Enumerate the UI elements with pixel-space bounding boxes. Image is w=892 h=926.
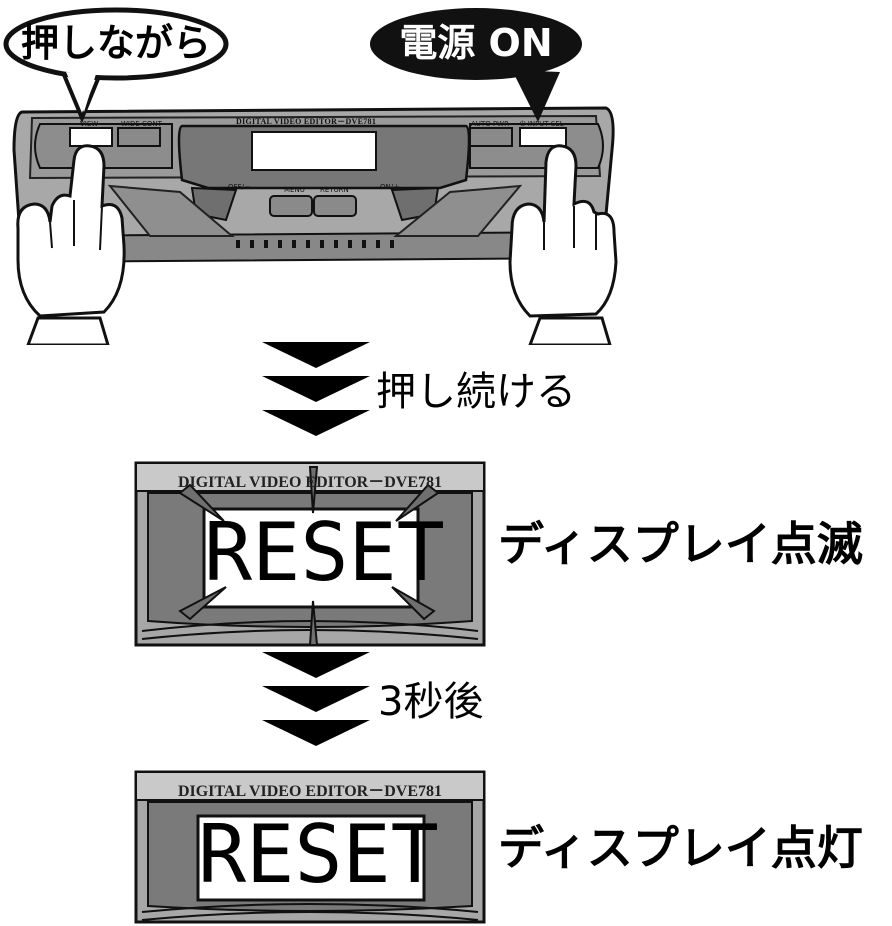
lcd-face bbox=[202, 507, 420, 609]
power-callout bbox=[370, 8, 582, 122]
hold-callout bbox=[3, 7, 229, 124]
down-arrows-1 bbox=[262, 342, 370, 436]
down-arrow-2b bbox=[262, 686, 370, 712]
view-button[interactable] bbox=[69, 127, 113, 147]
return-button[interactable] bbox=[313, 195, 357, 217]
display-blinking-brand: DIGITAL VIDEO EDITOR－DVE781 bbox=[177, 474, 443, 491]
input-sel-label: ⏻ INPUT SEL bbox=[520, 120, 564, 128]
wide-cont-button[interactable] bbox=[117, 127, 161, 147]
down-arrow-2c bbox=[262, 720, 370, 746]
auto-pwr-button[interactable] bbox=[469, 127, 513, 147]
display-blinking bbox=[134, 461, 486, 647]
down-arrow-1a bbox=[262, 342, 370, 368]
view-label: VIEW bbox=[80, 120, 99, 128]
off-label: OFF/－ bbox=[228, 183, 251, 191]
menu-button[interactable] bbox=[269, 195, 313, 217]
lcd-face bbox=[196, 814, 426, 902]
return-label: RETURN bbox=[320, 186, 349, 194]
vent-slots bbox=[236, 240, 394, 248]
display-lit bbox=[134, 770, 486, 924]
input-sel-button[interactable] bbox=[519, 127, 567, 147]
display-lit-brand: DIGITAL VIDEO EDITOR－DVE781 bbox=[177, 783, 443, 800]
blink-rays bbox=[178, 466, 440, 646]
display-blinking-caption: ディスプレイ点滅 bbox=[498, 517, 863, 571]
display-lit-lcd-text: RESET bbox=[198, 808, 439, 901]
down-arrows-2 bbox=[262, 652, 370, 746]
wide-cont-label: WIDE CONT bbox=[121, 120, 162, 128]
keep-pressing-text: 押し続ける bbox=[376, 369, 576, 415]
after-3-seconds-text: 3秒後 bbox=[378, 679, 484, 725]
power-callout-text: 電源 ON bbox=[399, 21, 553, 65]
menu-label: MENU bbox=[284, 186, 305, 194]
hold-callout-text: 押しながら bbox=[20, 21, 211, 65]
display-lit-caption: ディスプレイ点灯 bbox=[498, 821, 863, 875]
display-blinking-lcd-text: RESET bbox=[204, 506, 445, 599]
device-front-panel bbox=[3, 7, 618, 345]
left-hand-icon bbox=[16, 144, 126, 345]
down-arrow-2a bbox=[262, 652, 370, 678]
device-brand-label: DIGITAL VIDEO EDITOR－DVE781 bbox=[236, 117, 377, 126]
down-arrow-1c bbox=[262, 410, 370, 436]
right-hand-icon bbox=[508, 144, 618, 345]
on-label: ON/＋ bbox=[380, 183, 401, 191]
down-arrow-1b bbox=[262, 376, 370, 402]
auto-pwr-label: AUTO PWR bbox=[471, 120, 509, 128]
